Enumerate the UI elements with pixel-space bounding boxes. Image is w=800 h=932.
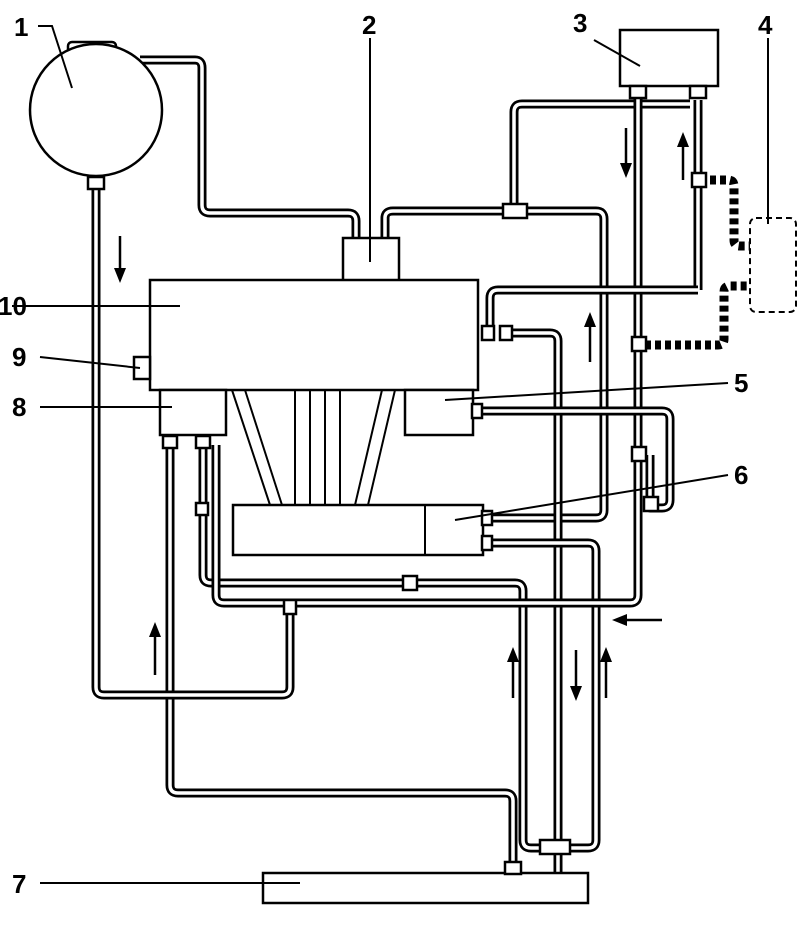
- heat-exchanger: [231, 503, 485, 557]
- leader-lines: [12, 25, 769, 884]
- flow-arrow-up: [677, 132, 689, 180]
- callout-10: 10: [0, 291, 27, 321]
- heater-hoses: [645, 175, 752, 350]
- head-outlet-block: [403, 388, 475, 437]
- reservoir: [618, 28, 720, 100]
- callout-1: 1: [14, 12, 28, 42]
- callout-2: 2: [362, 10, 376, 40]
- callout-6: 6: [734, 460, 748, 490]
- flow-arrow-left: [612, 614, 662, 626]
- flow-arrow-up: [149, 622, 161, 675]
- engine-block: [148, 278, 480, 392]
- flow-arrow-up: [507, 647, 519, 698]
- callout-7: 7: [12, 869, 26, 899]
- callout-5: 5: [734, 368, 748, 398]
- flow-arrow-down: [570, 650, 582, 701]
- flow-arrow-down: [114, 236, 126, 283]
- callout-8: 8: [12, 392, 26, 422]
- expansion-tank: [28, 40, 164, 191]
- pipe-network: [91, 55, 703, 875]
- callout-labels: 1 2 3 4 5 6 7 8 9 10: [0, 8, 773, 899]
- pump-housing: [158, 388, 228, 437]
- heater-core: [749, 217, 797, 313]
- callout-4: 4: [758, 10, 773, 40]
- flow-arrows: [114, 128, 689, 701]
- callout-3: 3: [573, 8, 587, 38]
- flow-arrow-down: [620, 128, 632, 178]
- flow-arrow-up: [584, 312, 596, 362]
- fittings: [161, 171, 708, 876]
- cooler-ducts: [231, 389, 396, 506]
- callout-9: 9: [12, 342, 26, 372]
- flow-arrow-up: [600, 647, 612, 698]
- radiator: [261, 871, 590, 905]
